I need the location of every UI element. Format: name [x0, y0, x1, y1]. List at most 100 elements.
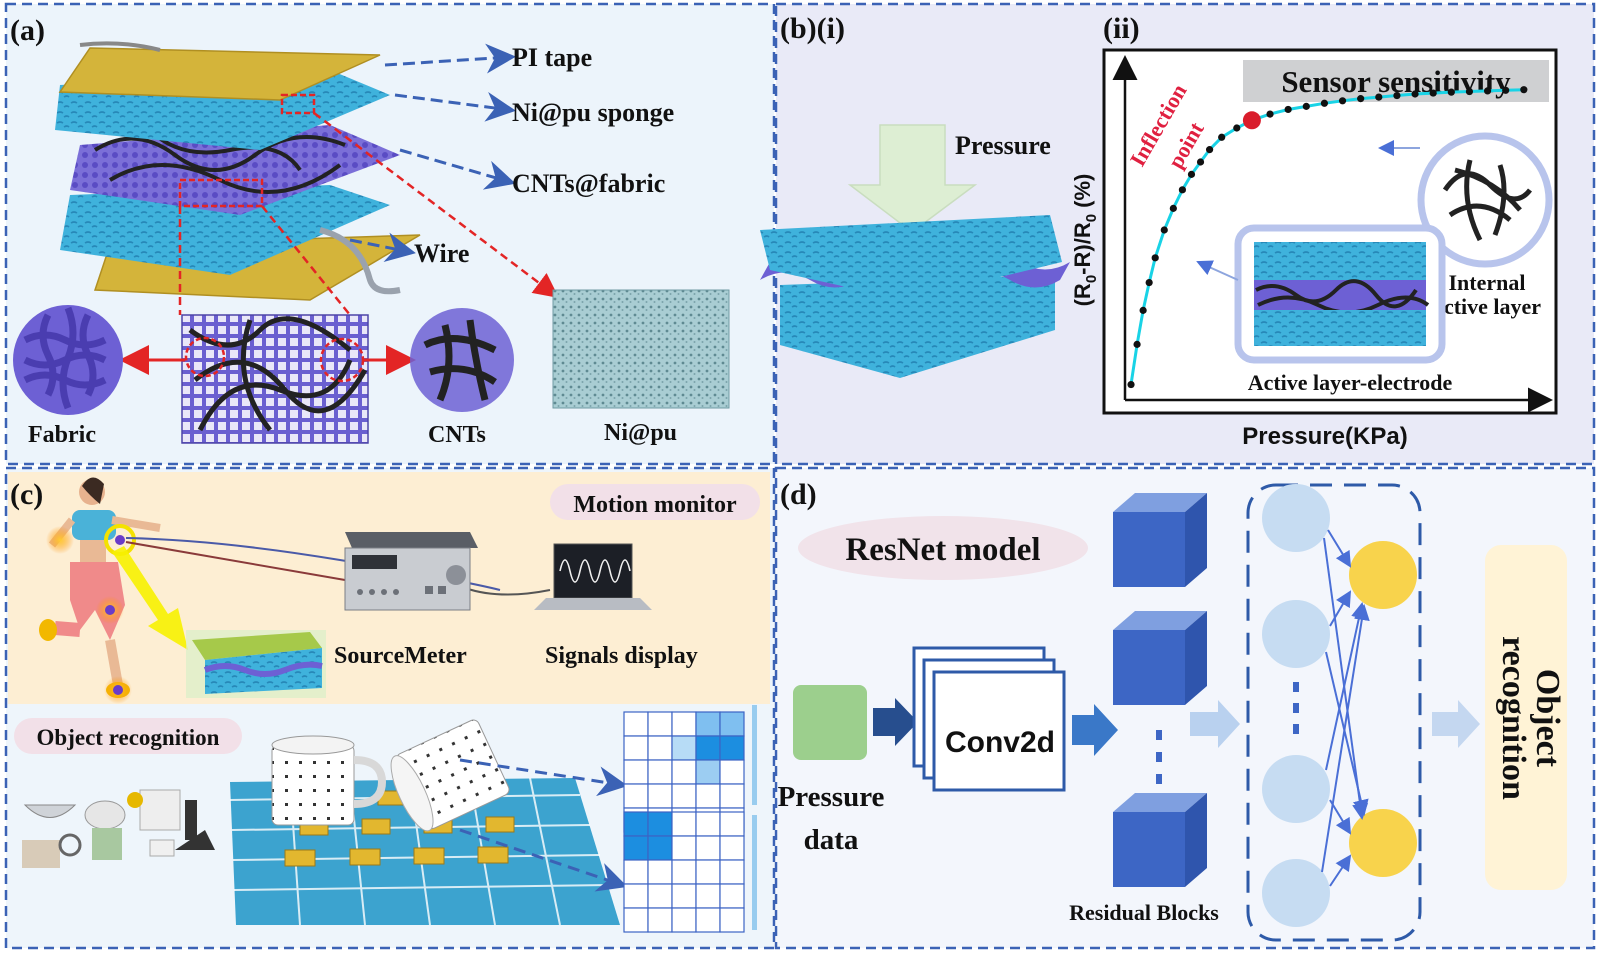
data-point — [1152, 254, 1159, 261]
pressure-heatmap-2 — [624, 812, 744, 932]
model-name: ResNet model — [845, 532, 1040, 568]
data-point — [1133, 341, 1140, 348]
heatmap-cell — [696, 860, 720, 884]
label-pi-tape: PI tape — [512, 43, 592, 72]
data-point — [1140, 307, 1147, 314]
data-point — [1146, 279, 1153, 286]
data-point — [1357, 95, 1364, 102]
label-ni-pu-sponge: Ni@pu sponge — [512, 98, 674, 127]
colorbar-1 — [752, 705, 757, 805]
colorbar-2 — [752, 815, 757, 930]
sensor-dot-arm — [115, 535, 125, 545]
label-fabric: Fabric — [28, 422, 96, 448]
runner-shirt — [72, 510, 116, 540]
object-recognition-label: Object recognition — [37, 725, 220, 750]
object-plate — [85, 801, 125, 829]
heatmap-cell — [696, 836, 720, 860]
heatmap-cell — [624, 812, 648, 836]
object-eraser — [150, 840, 174, 856]
heatmap-cell — [672, 812, 696, 836]
heatmap-cell — [648, 784, 672, 808]
x-axis-label: Pressure(KPa) — [1242, 423, 1407, 450]
heatmap-cell — [720, 836, 744, 860]
heatmap-cell — [720, 908, 744, 932]
data-point — [1393, 92, 1400, 99]
inflection-point — [1243, 111, 1261, 129]
sourcemeter-device — [345, 532, 478, 610]
inset-electrode-label: Active layer-electrode — [1248, 370, 1453, 395]
heatmap-cell — [672, 712, 696, 736]
heatmap-cell — [624, 908, 648, 932]
sourcemeter-knob — [446, 565, 466, 585]
heatmap-cell — [648, 760, 672, 784]
heatmap-cell — [720, 736, 744, 760]
heatmap-cell — [720, 760, 744, 784]
object-cup — [92, 828, 122, 860]
data-point — [1285, 106, 1292, 113]
data-point — [1188, 171, 1195, 178]
heatmap-cell — [696, 760, 720, 784]
input-label-1: Pressure — [778, 781, 885, 813]
heatmap-cell — [672, 836, 696, 860]
runner-shoe-left — [39, 619, 57, 641]
residual-block-2 — [1113, 611, 1207, 705]
input-label-2: data — [804, 824, 859, 856]
object-book — [22, 840, 60, 868]
inset-internal-label-2: active layer — [1433, 294, 1541, 319]
inset-sponge-bottom — [1254, 310, 1426, 346]
heatmap-cell — [696, 908, 720, 932]
data-point — [1466, 88, 1473, 95]
heatmap-cell — [672, 884, 696, 908]
conv-label: Conv2d — [945, 726, 1055, 759]
data-point — [1127, 381, 1134, 388]
heatmap-cell — [624, 760, 648, 784]
data-point — [1484, 87, 1491, 94]
label-cnts: CNTs — [428, 422, 486, 448]
sensor-dot-ankle — [113, 685, 123, 695]
heatmap-cell — [672, 760, 696, 784]
heatmap-cell — [720, 812, 744, 836]
data-point — [1179, 186, 1186, 193]
heatmap-cell — [696, 736, 720, 760]
heatmap-cell — [672, 736, 696, 760]
sensor-dot-knee — [105, 605, 115, 615]
data-point — [1233, 124, 1240, 131]
data-point — [1520, 86, 1527, 93]
inset-sponge-top — [1254, 242, 1426, 280]
residual-ellipsis — [1156, 730, 1162, 784]
heatmap-cell — [720, 784, 744, 808]
residual-block-3 — [1113, 793, 1207, 887]
label-ni-pu: Ni@pu — [604, 420, 677, 446]
heatmap-cell — [672, 908, 696, 932]
panel-c-label: (c) — [10, 478, 43, 511]
residual-block-1 — [1113, 493, 1207, 587]
data-point — [1303, 103, 1310, 110]
heatmap-cell — [648, 712, 672, 736]
sourcemeter-top — [345, 532, 478, 548]
heatmap-cell — [648, 812, 672, 836]
data-point — [1218, 134, 1225, 141]
output-label-2: recognition — [1495, 636, 1532, 800]
data-point — [1321, 100, 1328, 107]
heatmap-cell — [720, 860, 744, 884]
sourcemeter-label: SourceMeter — [334, 643, 467, 669]
output-label-1: Object — [1529, 669, 1566, 768]
heatmap-cell — [696, 712, 720, 736]
mug-standing — [272, 745, 354, 825]
input-data-box — [793, 685, 867, 760]
heatmap-cell — [648, 836, 672, 860]
label-wire: Wire — [414, 239, 469, 268]
mug-standing-rim — [272, 736, 354, 754]
fc-node-ellipsis — [1293, 682, 1299, 734]
data-point — [1375, 93, 1382, 100]
heatmap-cell — [720, 884, 744, 908]
heatmap-cell — [672, 860, 696, 884]
signals-display-label: Signals display — [545, 643, 698, 669]
heatmap-cell — [624, 712, 648, 736]
heatmap-cell — [720, 712, 744, 736]
heatmap-cell — [648, 884, 672, 908]
motion-monitor-label: Motion monitor — [573, 492, 737, 518]
data-point — [1339, 97, 1346, 104]
